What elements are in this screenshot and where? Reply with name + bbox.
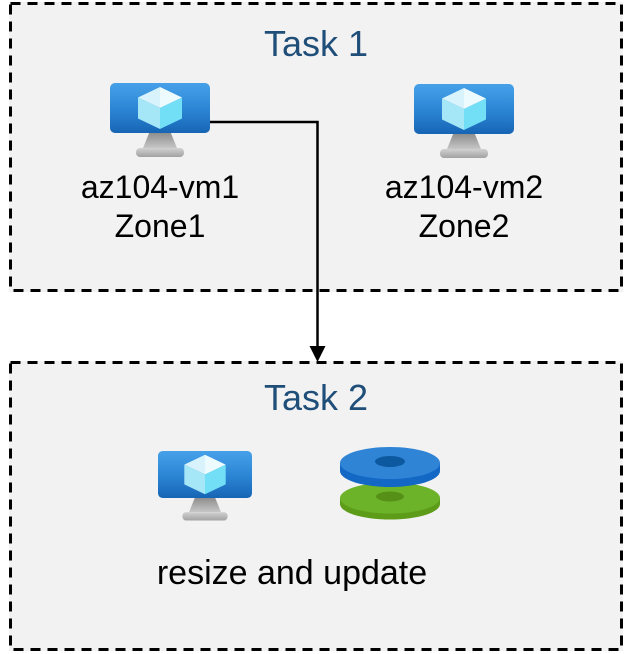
arrowhead-icon [309, 346, 326, 362]
task2-caption: resize and update [156, 554, 428, 592]
vm1-cube-icon [138, 87, 182, 129]
task2-vm-stand-base [182, 512, 228, 521]
vm2-zone: Zone2 [418, 208, 510, 244]
vm1-stand-base [136, 148, 184, 157]
task2-box: Task 2 resize and upda [9, 361, 623, 651]
task2-vm-cube-icon [184, 454, 226, 495]
disk-stack-icon [340, 447, 440, 520]
vm1-label: az104-vm1 Zone1 [50, 168, 270, 246]
task1-box: Task 1 az104-vm1 Zone1 [9, 2, 623, 292]
task2-vm-icon [158, 451, 252, 522]
vm1-zone: Zone1 [114, 208, 206, 244]
vm2-stand-base [440, 149, 488, 158]
vm2-stand [447, 134, 481, 149]
vm2-name: az104-vm2 [384, 169, 544, 205]
vm2-icon [414, 84, 514, 160]
vm1-stand [143, 133, 177, 148]
vm2-label: az104-vm2 Zone2 [354, 168, 574, 246]
vm2-cube-icon [442, 88, 486, 130]
task1-title: Task 1 [263, 23, 369, 64]
vm1-icon [110, 83, 210, 159]
vm1-name: az104-vm1 [80, 169, 240, 205]
task2-vm-stand [189, 498, 221, 513]
task2-title: Task 2 [263, 377, 369, 418]
